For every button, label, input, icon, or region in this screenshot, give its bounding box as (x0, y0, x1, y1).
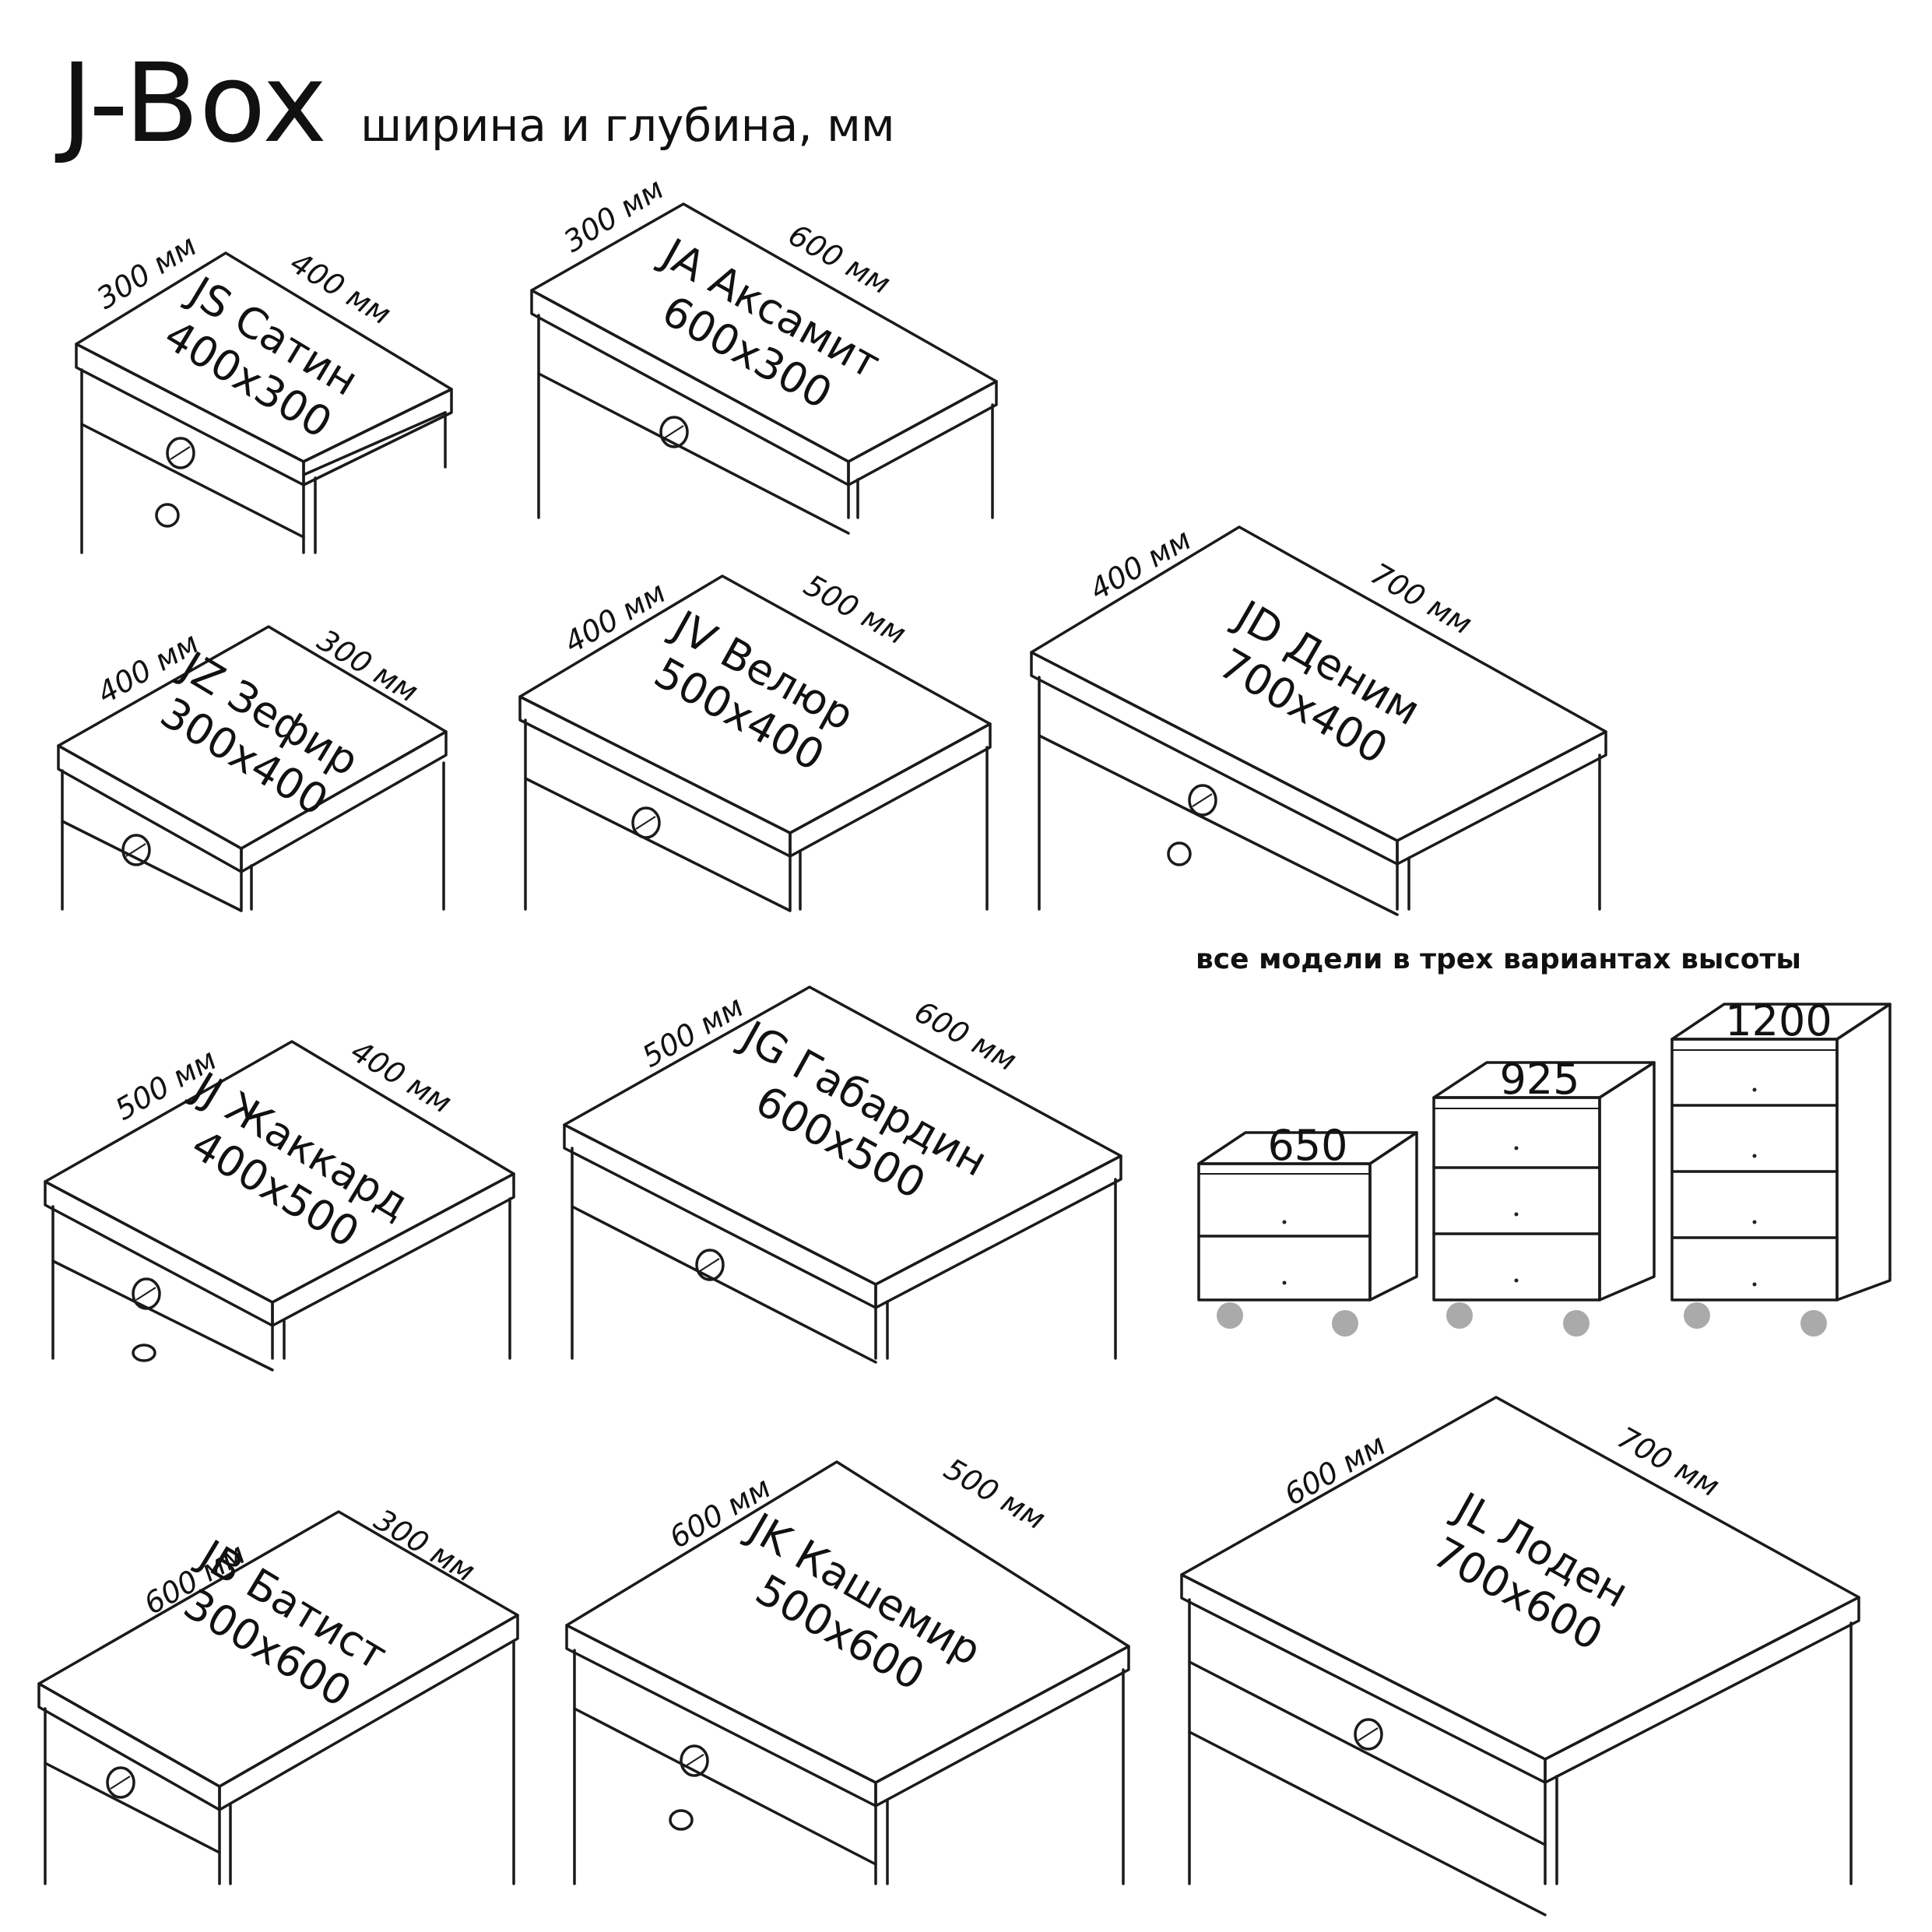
width-label: 600 мм (909, 994, 1022, 1077)
tabletop-top (37, 1510, 519, 1788)
model-jb: 600 мм 300 мм JB Батист 300x600 (37, 1502, 519, 1885)
height-650: 650 (1267, 1121, 1347, 1170)
cabinet-925: 925 (1432, 1055, 1656, 1337)
tabletop-side-front (37, 1682, 221, 1811)
drawer-knob (1167, 841, 1192, 866)
drawer-knob (669, 1809, 694, 1831)
model-jk: 600 мм 500 мм JK Кашемир 500x600 (565, 1452, 1130, 1885)
tabletop-top (57, 625, 448, 850)
depth-label: 600 мм (1279, 1428, 1392, 1512)
title-subtitle: ширина и глубина, мм (360, 99, 895, 152)
width-label: 300 мм (368, 1502, 480, 1589)
tabletop-top (565, 1460, 1130, 1784)
cabinet-650: 650 (1197, 1121, 1418, 1337)
model-jj: 500 мм 400 мм JJ Жаккард 400x500 (44, 1034, 515, 1372)
drawer-knob (631, 806, 661, 839)
drawer-knob (121, 834, 151, 866)
tabletop-side-right (1396, 730, 1607, 866)
model-js: 300 мм 400 мм JS Сатин 400x300 (75, 228, 453, 554)
model-jg: 500 мм 600 мм JG Габардин 600x500 (563, 985, 1122, 1364)
tabletop-top (1030, 525, 1607, 842)
tabletop-top (75, 251, 453, 463)
drawer-knob (155, 503, 180, 528)
drawer-knob (659, 416, 689, 448)
height-925: 925 (1499, 1055, 1579, 1104)
model-jz: 400 мм 300 мм JZ Зефир 300x400 (57, 623, 448, 912)
tabletop-top (518, 574, 992, 834)
drawer-knob (695, 1249, 725, 1281)
drawer-knob (680, 1744, 709, 1777)
drawer-knob (1354, 1718, 1383, 1751)
tabletop-top (1180, 1396, 1860, 1761)
page-title: J-Box ширина и глубина, мм (61, 40, 895, 167)
width-label: 500 мм (939, 1452, 1052, 1537)
drawer-knob (132, 1277, 161, 1310)
drawer-knob (166, 437, 195, 469)
tabletop-side-front (44, 1180, 274, 1327)
depth-label: 400 мм (1084, 522, 1197, 607)
tabletop-top (44, 1040, 515, 1304)
height-variants: 650 925 (1197, 996, 1892, 1337)
model-ja: 300 мм 600 мм JA Аксамит 600x300 (530, 171, 998, 535)
model-jd: 400 мм 700 мм JD Деним 700x400 (1030, 522, 1607, 916)
drawer-knob (106, 1766, 135, 1799)
heights-note: все модели в трех вариантах высоты (1196, 943, 1801, 975)
model-jv: 400 мм 500 мм JV Велюр 500x400 (518, 567, 992, 912)
width-label: 600 мм (783, 217, 896, 300)
drawer-knob (132, 1344, 156, 1362)
tabletop-top (563, 985, 1122, 1286)
model-jl: 600 мм 700 мм JL Лоден 700x600 (1180, 1396, 1860, 1916)
drawer-knob (1188, 784, 1217, 817)
tabletop-top (530, 202, 998, 463)
height-1200: 1200 (1725, 996, 1832, 1045)
width-label: 500 мм (799, 567, 912, 651)
brand-title: J-Box (61, 40, 328, 167)
width-label: 400 мм (284, 245, 396, 332)
depth-label: 300 мм (557, 171, 669, 259)
width-label: 300 мм (311, 623, 423, 709)
cabinet-1200: 1200 (1670, 996, 1892, 1337)
tabletop-side-right (847, 380, 998, 487)
